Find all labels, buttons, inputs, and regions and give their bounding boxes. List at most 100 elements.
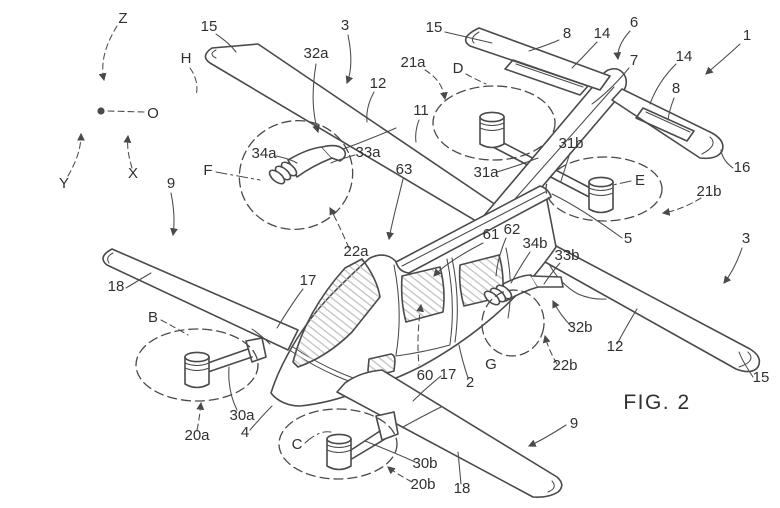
leader-Y	[67, 132, 85, 177]
left-canard-root-line	[251, 328, 271, 345]
pod-g-pylon	[530, 275, 564, 288]
leader-8a	[528, 39, 560, 52]
leader-E	[607, 180, 632, 187]
label-61: 61	[483, 226, 500, 243]
leader-33b	[543, 262, 561, 285]
origin-point	[97, 107, 105, 115]
leader-12b	[616, 308, 638, 345]
rotor-disc-d	[432, 85, 556, 161]
label-15-stab: 15	[426, 19, 443, 36]
leader-1	[705, 43, 741, 75]
leader-B	[160, 319, 189, 336]
label-18-left-canard: 18	[108, 278, 125, 295]
leader-14b	[649, 63, 677, 105]
label-21a: 21a	[400, 54, 426, 71]
label-22b: 22b	[552, 357, 577, 374]
leader-15b	[444, 31, 493, 44]
label-O: O	[147, 105, 159, 122]
rotor-hub-e	[588, 176, 614, 214]
label-30a: 30a	[229, 407, 255, 424]
leader-12a	[366, 91, 375, 123]
front-door-window	[400, 266, 445, 323]
door-split-dashed-line	[416, 303, 424, 366]
stabilizer-right-tip-line	[701, 136, 714, 155]
leader-21b	[661, 197, 702, 216]
leader-34b	[510, 251, 531, 284]
leader-21a	[424, 69, 448, 101]
label-G: G	[485, 356, 497, 373]
label-21b: 21b	[696, 183, 721, 200]
leader-3a	[345, 34, 354, 85]
leader-61	[433, 242, 484, 277]
leader-8b	[667, 97, 675, 121]
label-14-right-elevator: 14	[676, 48, 693, 65]
label-12-right-wing: 12	[607, 338, 624, 355]
label-D: D	[453, 60, 464, 77]
label-31b: 31b	[558, 135, 583, 152]
label-6: 6	[630, 14, 638, 31]
label-60: 60	[417, 367, 434, 384]
label-20a: 20a	[184, 427, 210, 444]
leader-34a	[275, 155, 298, 164]
leader-18b	[457, 451, 462, 485]
leader-7	[591, 67, 630, 105]
rotor-b-bracket	[245, 337, 267, 363]
leader-9b	[527, 424, 567, 447]
rotor-disc-g	[481, 289, 545, 357]
rotor-disc-c	[278, 408, 398, 480]
label-32b: 32b	[567, 319, 592, 336]
label-31a: 31a	[473, 164, 499, 181]
label-20b: 20b	[410, 476, 435, 493]
label-16: 16	[734, 159, 751, 176]
leader-20a	[196, 401, 205, 431]
label-Z: Z	[118, 10, 127, 27]
leader-62	[495, 237, 507, 277]
rotor-c-bracket	[375, 411, 399, 441]
leader-63	[386, 178, 404, 241]
label-B: B	[148, 309, 158, 326]
rotor-c-boom	[347, 430, 386, 461]
main-wing-right-tip-line	[738, 351, 752, 368]
main-wing-left-tip-line	[211, 49, 217, 59]
left-canard-tip-line	[107, 252, 114, 264]
rotor-disc-f	[238, 119, 354, 231]
label-34b: 34b	[522, 235, 547, 252]
label-F: F	[203, 162, 212, 179]
rotor-disc-e	[545, 156, 663, 222]
elevator-left	[504, 59, 589, 96]
elevator-right	[635, 107, 695, 142]
leader-30a	[228, 366, 238, 411]
rotor-disc-b	[135, 328, 259, 402]
label-15-left-wing-tip: 15	[201, 18, 218, 35]
leader-3b	[723, 247, 743, 284]
labels-layer: Z O Y X H 15 3 32a 12 21a D 15 8 14 6 7 …	[59, 10, 769, 497]
leader-F	[215, 171, 261, 181]
leader-22b	[542, 334, 558, 365]
label-7: 7	[630, 52, 638, 69]
label-H: H	[181, 50, 192, 67]
label-9-right-canard: 9	[570, 415, 578, 432]
leader-H	[189, 67, 198, 97]
label-9-left-canard: 9	[167, 175, 175, 192]
axis-x-line	[52, 82, 148, 140]
rotor-hub-d	[479, 111, 505, 149]
label-17-right: 17	[440, 366, 457, 383]
label-17-left: 17	[300, 272, 317, 289]
label-8-right-stab: 8	[672, 80, 680, 97]
roof-spine-inner-line	[401, 191, 546, 267]
label-1-aircraft: 1	[743, 27, 751, 44]
leader-15c	[738, 351, 754, 378]
label-14-left-elevator: 14	[594, 25, 611, 42]
wing-root-fairing-right	[548, 263, 607, 300]
figure-caption: FIG. 2	[623, 391, 690, 414]
axis-y-line	[52, 82, 148, 140]
rotor-discs	[135, 85, 663, 480]
leader-D	[465, 73, 487, 85]
leader-9a	[170, 192, 178, 237]
leader-14a	[571, 41, 598, 69]
label-2-fuselage: 2	[466, 374, 474, 391]
right-canard-flap-line	[402, 406, 442, 428]
right-canard-tip-line	[547, 480, 555, 493]
